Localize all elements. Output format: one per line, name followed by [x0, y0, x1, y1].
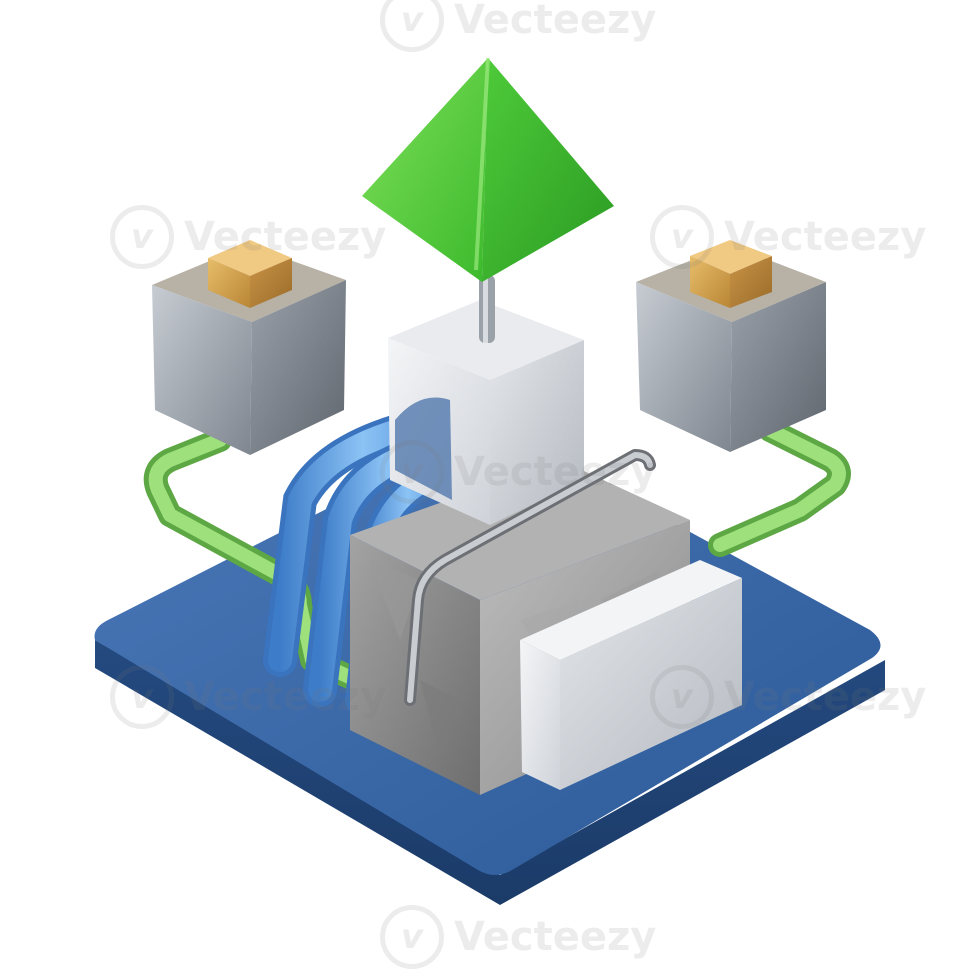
metal-cube-right	[636, 240, 826, 452]
arrow-pole	[479, 275, 495, 343]
white-box	[520, 560, 742, 790]
green-pipe-right	[708, 418, 851, 557]
metal-rail	[404, 449, 656, 706]
green-arrow	[362, 57, 614, 282]
metal-cube-left	[152, 240, 346, 455]
